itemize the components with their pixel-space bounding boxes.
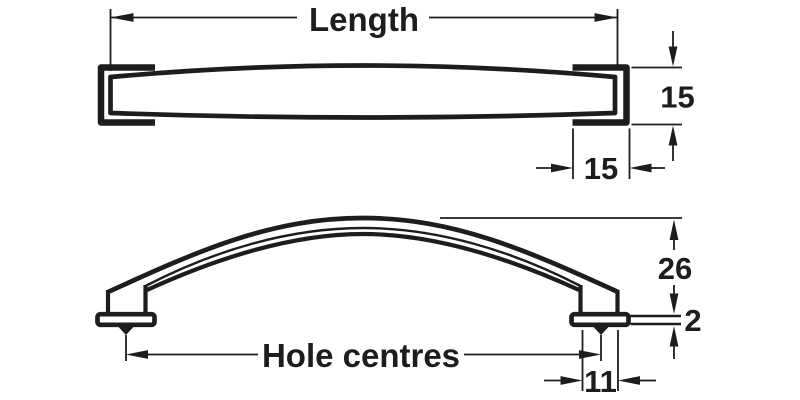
- cap-width-dimension: 15: [536, 128, 665, 186]
- right-end-cap: [572, 64, 630, 126]
- side-view: Hole centres 26 2: [95, 215, 702, 399]
- right-screw-tip-icon: [593, 327, 609, 335]
- cap-height-value: 15: [660, 80, 694, 115]
- cap-height-dimension: 15: [631, 31, 695, 161]
- length-arrow-right-icon: [594, 13, 618, 22]
- base-thickness-value: 2: [684, 303, 701, 338]
- foot-width-arrow-right-icon: [560, 376, 583, 385]
- handle-bar-outline: [108, 63, 618, 120]
- cap-width-arrow-right-icon: [551, 163, 573, 173]
- arch-inner-curve: [146, 231, 580, 292]
- left-end-cap: [97, 64, 155, 126]
- arch-height-arrow-down-icon: [669, 293, 679, 314]
- foot-width-value: 11: [584, 364, 617, 399]
- length-dimension: Length: [109, 1, 619, 71]
- arch-outer-curve: [107, 215, 619, 295]
- hole-centres-arrow-right-icon: [579, 350, 601, 359]
- cap-height-arrow-down-icon: [668, 46, 678, 67]
- length-label: Length: [309, 1, 419, 38]
- foot-width-dimension: 11: [544, 330, 656, 399]
- cap-width-arrow-left-icon: [629, 163, 652, 173]
- base-thickness-arrow-up-icon: [669, 326, 679, 347]
- arch-height-arrow-up-icon: [669, 219, 679, 240]
- arch-height-dimension: 26: [440, 217, 692, 314]
- left-screw-tip-icon: [118, 327, 134, 335]
- hole-centres-label: Hole centres: [262, 337, 460, 374]
- base-thickness-dimension: 2: [630, 303, 702, 359]
- length-arrow-left-icon: [110, 13, 134, 22]
- foot-width-arrow-left-icon: [618, 376, 640, 385]
- arch-middle-curve: [144, 226, 582, 288]
- left-base-flange: [95, 311, 157, 328]
- cap-width-value: 15: [584, 151, 618, 186]
- cap-height-arrow-up-icon: [668, 125, 678, 146]
- hole-centres-dimension: Hole centres: [126, 337, 601, 374]
- right-base-flange: [569, 311, 631, 328]
- arch-height-value: 26: [658, 251, 692, 286]
- hole-centres-arrow-left-icon: [126, 350, 148, 359]
- top-view: Length 15 15: [97, 1, 695, 186]
